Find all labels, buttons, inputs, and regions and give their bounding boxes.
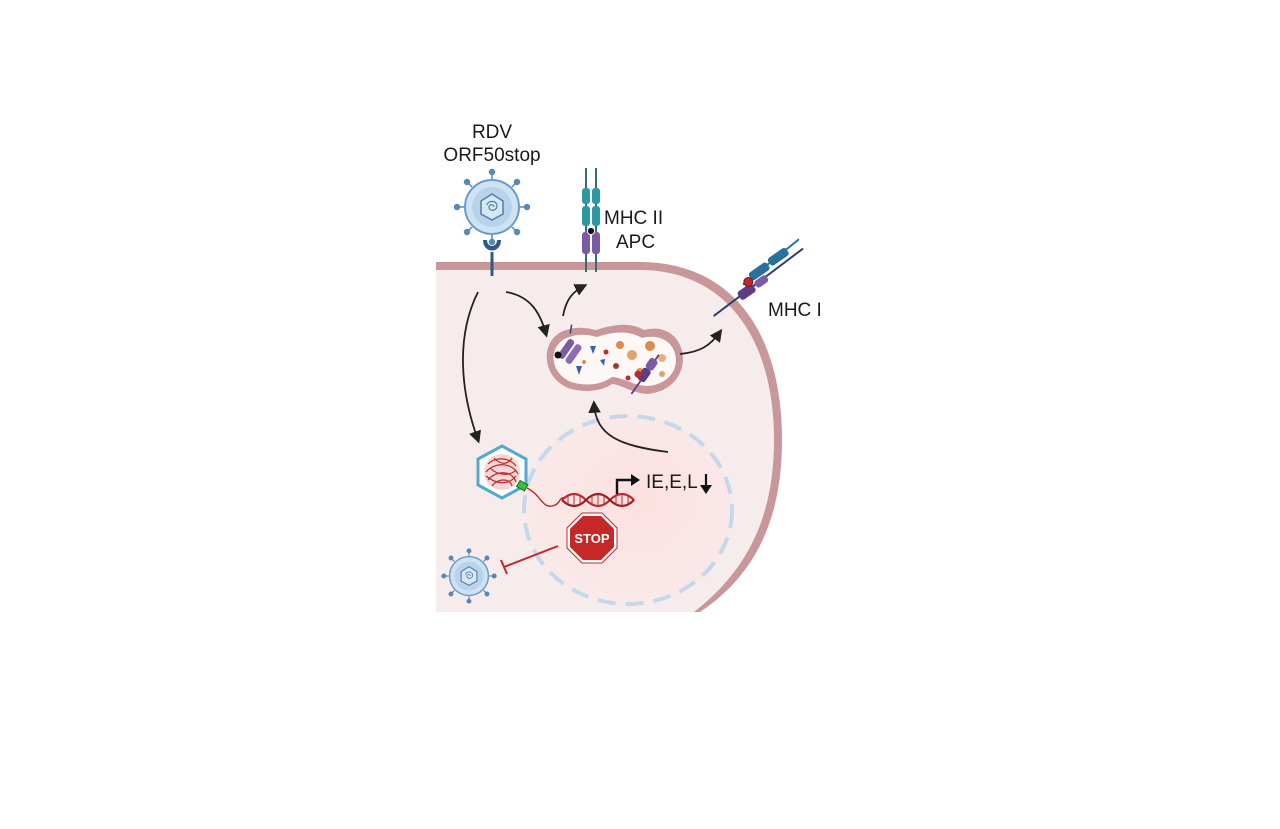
promoter-arrow-icon [615, 474, 640, 494]
mhc1-molecule-icon [712, 238, 804, 317]
mhc1-label: MHC I [768, 300, 822, 321]
arrow-nucleus-to-endosome [588, 400, 669, 453]
arrow-to-capsid [462, 291, 481, 444]
arrow-to-endosome [505, 291, 550, 338]
mhc2-label-line2: APC [616, 232, 655, 253]
pathway-arrows [462, 284, 723, 453]
endosome-icon [546, 324, 683, 395]
mhc2-label-line1: MHC II [604, 208, 663, 229]
genes-label: IE,E,L [646, 472, 698, 493]
capsid-icon [476, 444, 529, 500]
progeny-virion-icon [441, 548, 497, 604]
endosome-contents [554, 324, 666, 395]
virus-label-line2: ORF50stop [443, 145, 540, 166]
stop-sign-icon: STOP [566, 512, 618, 564]
stop-label: STOP [574, 531, 609, 546]
genome-strand [526, 487, 567, 507]
virus-label-line1: RDV [472, 122, 512, 143]
receptor-icon [483, 240, 501, 276]
inhibition-arrow-icon [500, 545, 559, 575]
arrow-to-mhc1 [679, 328, 723, 355]
mhc2-molecule-icon [582, 168, 600, 272]
arrow-to-mhc2 [562, 284, 588, 317]
down-arrow-icon [700, 474, 712, 494]
virion-icon [453, 168, 531, 246]
dna-helix-icon [561, 492, 635, 508]
